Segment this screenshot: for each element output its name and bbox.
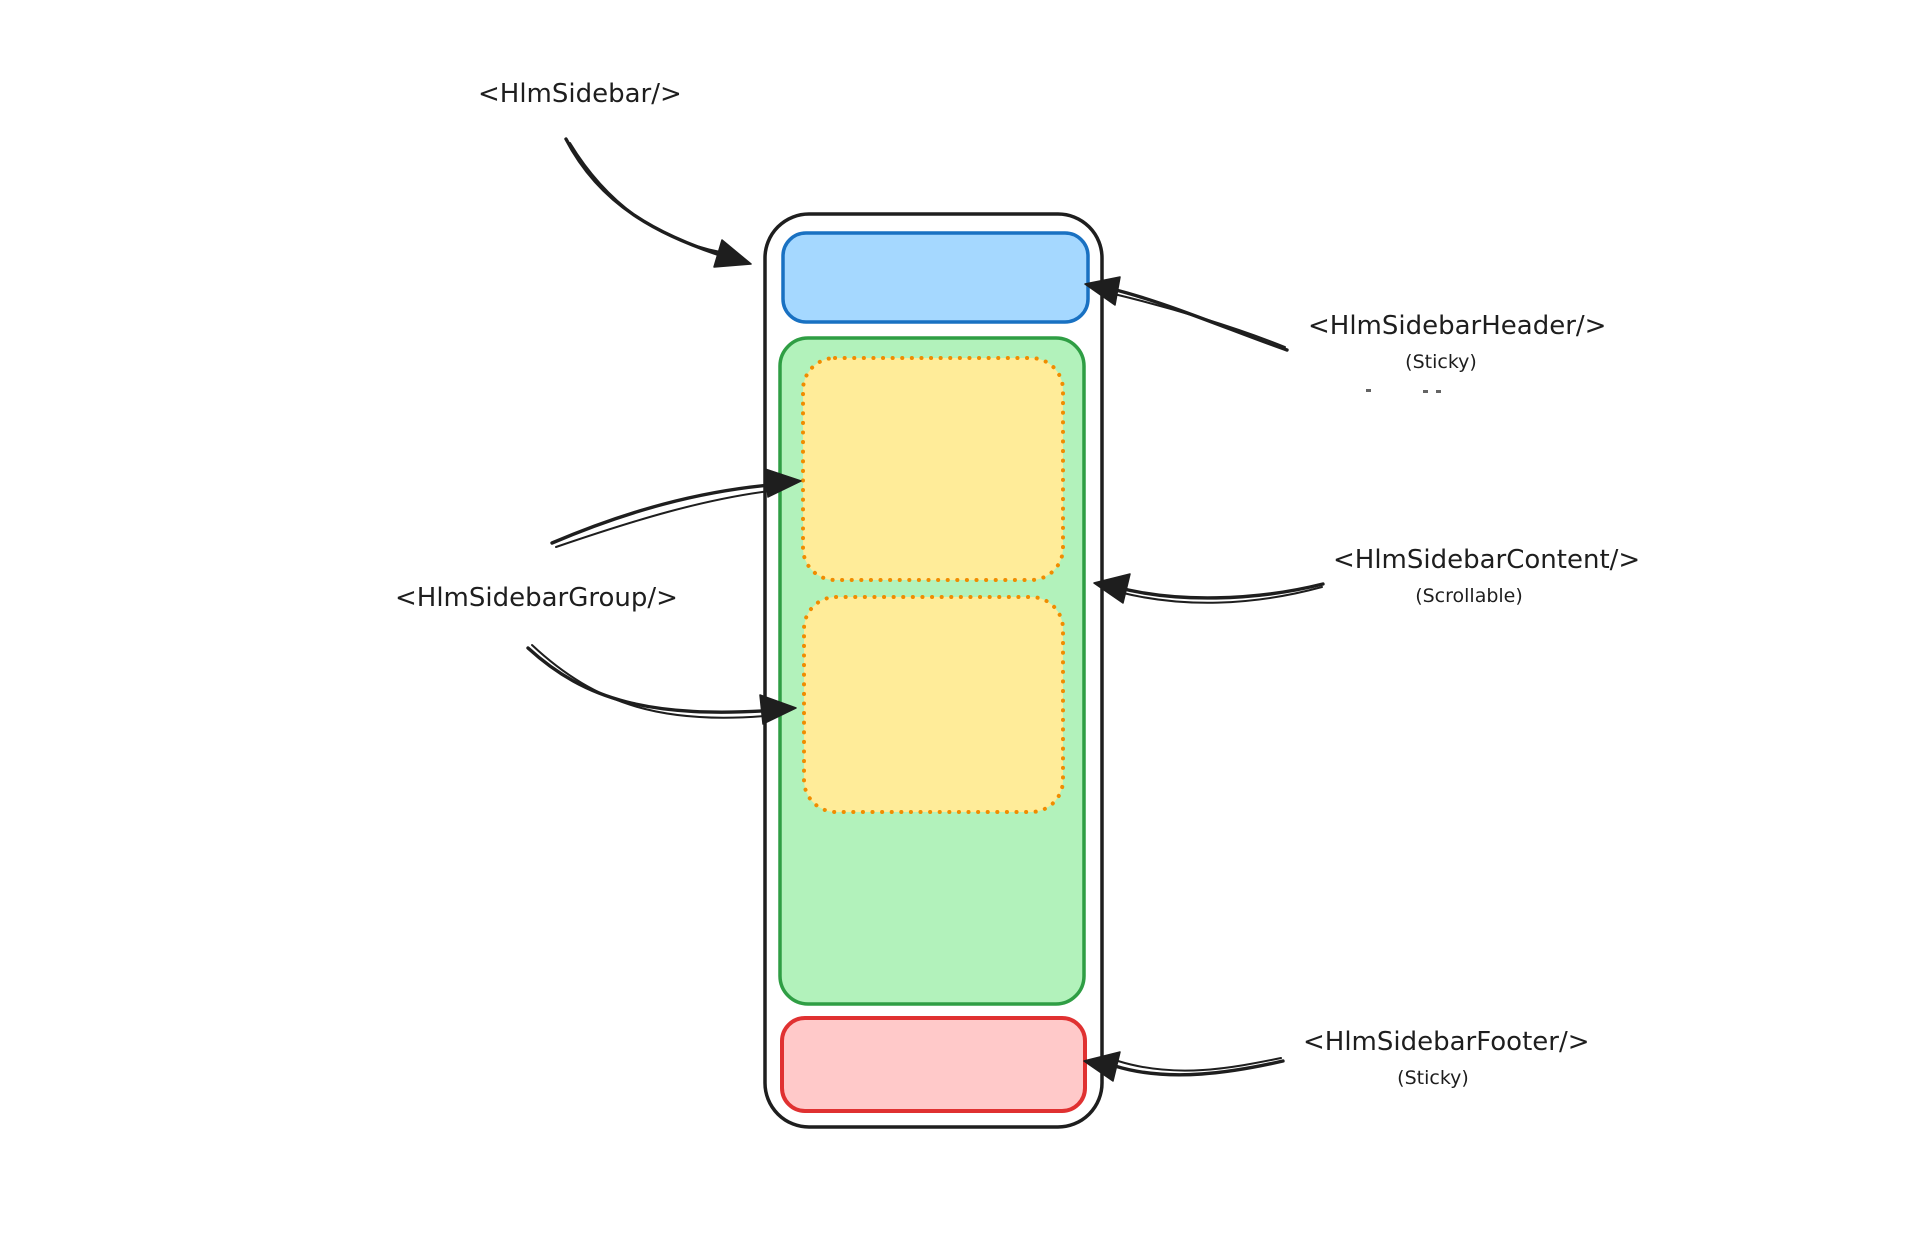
label-hlm-sidebar-group: <HlmSidebarGroup/> [395,583,678,613]
sidebar-header-shape [781,231,1090,324]
arrow-to-header [1084,276,1289,352]
label-hlm-sidebar-footer-subtitle: (Sticky) [1397,1066,1469,1089]
arrow-to-group-2 [526,644,797,725]
label-hlm-sidebar-footer-title: <HlmSidebarFooter/> [1303,1027,1590,1057]
arrow-to-group-1 [550,468,802,548]
label-hlm-sidebar-content: <HlmSidebarContent/> (Scrollable) [1333,545,1641,608]
label-hlm-sidebar-header-subtitle: (Sticky) [1405,350,1477,373]
sidebar-footer-shape [780,1016,1087,1113]
label-hlm-sidebar-content-subtitle: (Scrollable) [1415,584,1523,607]
sidebar-group-shape-2 [802,595,1065,814]
sidebar-group-shape-1 [801,356,1065,582]
arrow-to-footer [1083,1051,1285,1082]
label-hlm-sidebar: <HlmSidebar/> [478,79,682,109]
label-hlm-sidebar-content-title: <HlmSidebarContent/> [1333,545,1641,575]
label-hlm-sidebar-header-title: <HlmSidebarHeader/> [1308,311,1607,341]
arrow-to-content [1093,573,1325,604]
arrow-to-sidebar [564,137,752,268]
label-hlm-sidebar-header: <HlmSidebarHeader/> (Sticky) [1308,311,1607,374]
cropped-text-artifact [1366,389,1371,392]
label-hlm-sidebar-footer: <HlmSidebarFooter/> (Sticky) [1303,1027,1590,1090]
